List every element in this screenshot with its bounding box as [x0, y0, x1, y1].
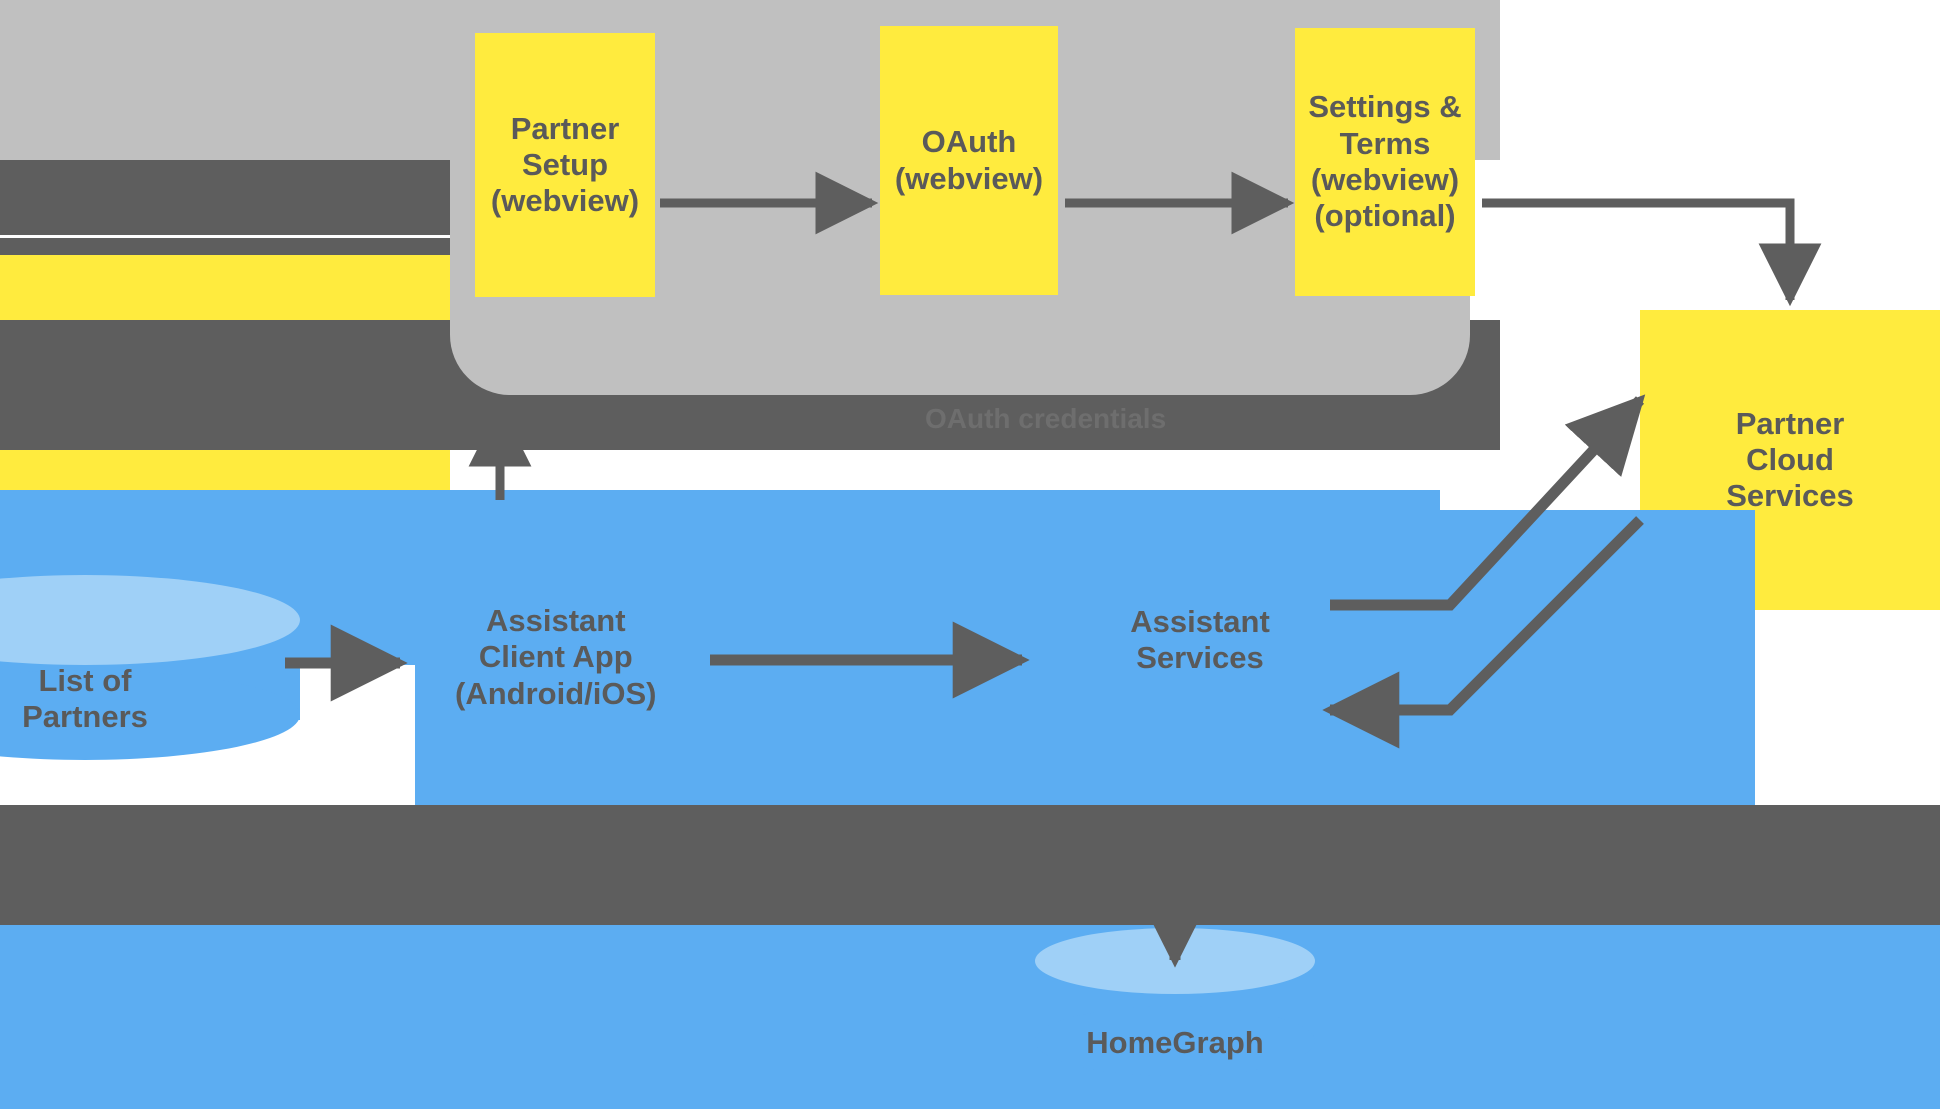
node-homegraph-label: HomeGraph	[1086, 1025, 1264, 1060]
edge-settings-terms-to-partner-cloud	[1482, 198, 1822, 307]
node-list-of-partners-label: List of Partners	[22, 663, 148, 735]
edge-label-oauth-credentials: OAuth credentials	[925, 403, 1167, 434]
background-block-dark-bottom	[0, 805, 1940, 925]
node-assistant-services[interactable]: Assistant Services	[1130, 603, 1270, 675]
cylinder-top	[1035, 928, 1315, 994]
node-partner-setup[interactable]: Partner Setup (webview)	[475, 33, 655, 297]
node-homegraph[interactable]: HomeGraph	[1035, 928, 1315, 1109]
background-block-blue-bottom	[0, 925, 1940, 1109]
node-settings-terms[interactable]: Settings & Terms (webview) (optional)	[1295, 28, 1475, 296]
cylinder-bottom	[1035, 1006, 1315, 1076]
node-list-of-partners[interactable]: List of Partners	[0, 575, 300, 765]
node-oauth[interactable]: OAuth (webview)	[880, 26, 1058, 295]
